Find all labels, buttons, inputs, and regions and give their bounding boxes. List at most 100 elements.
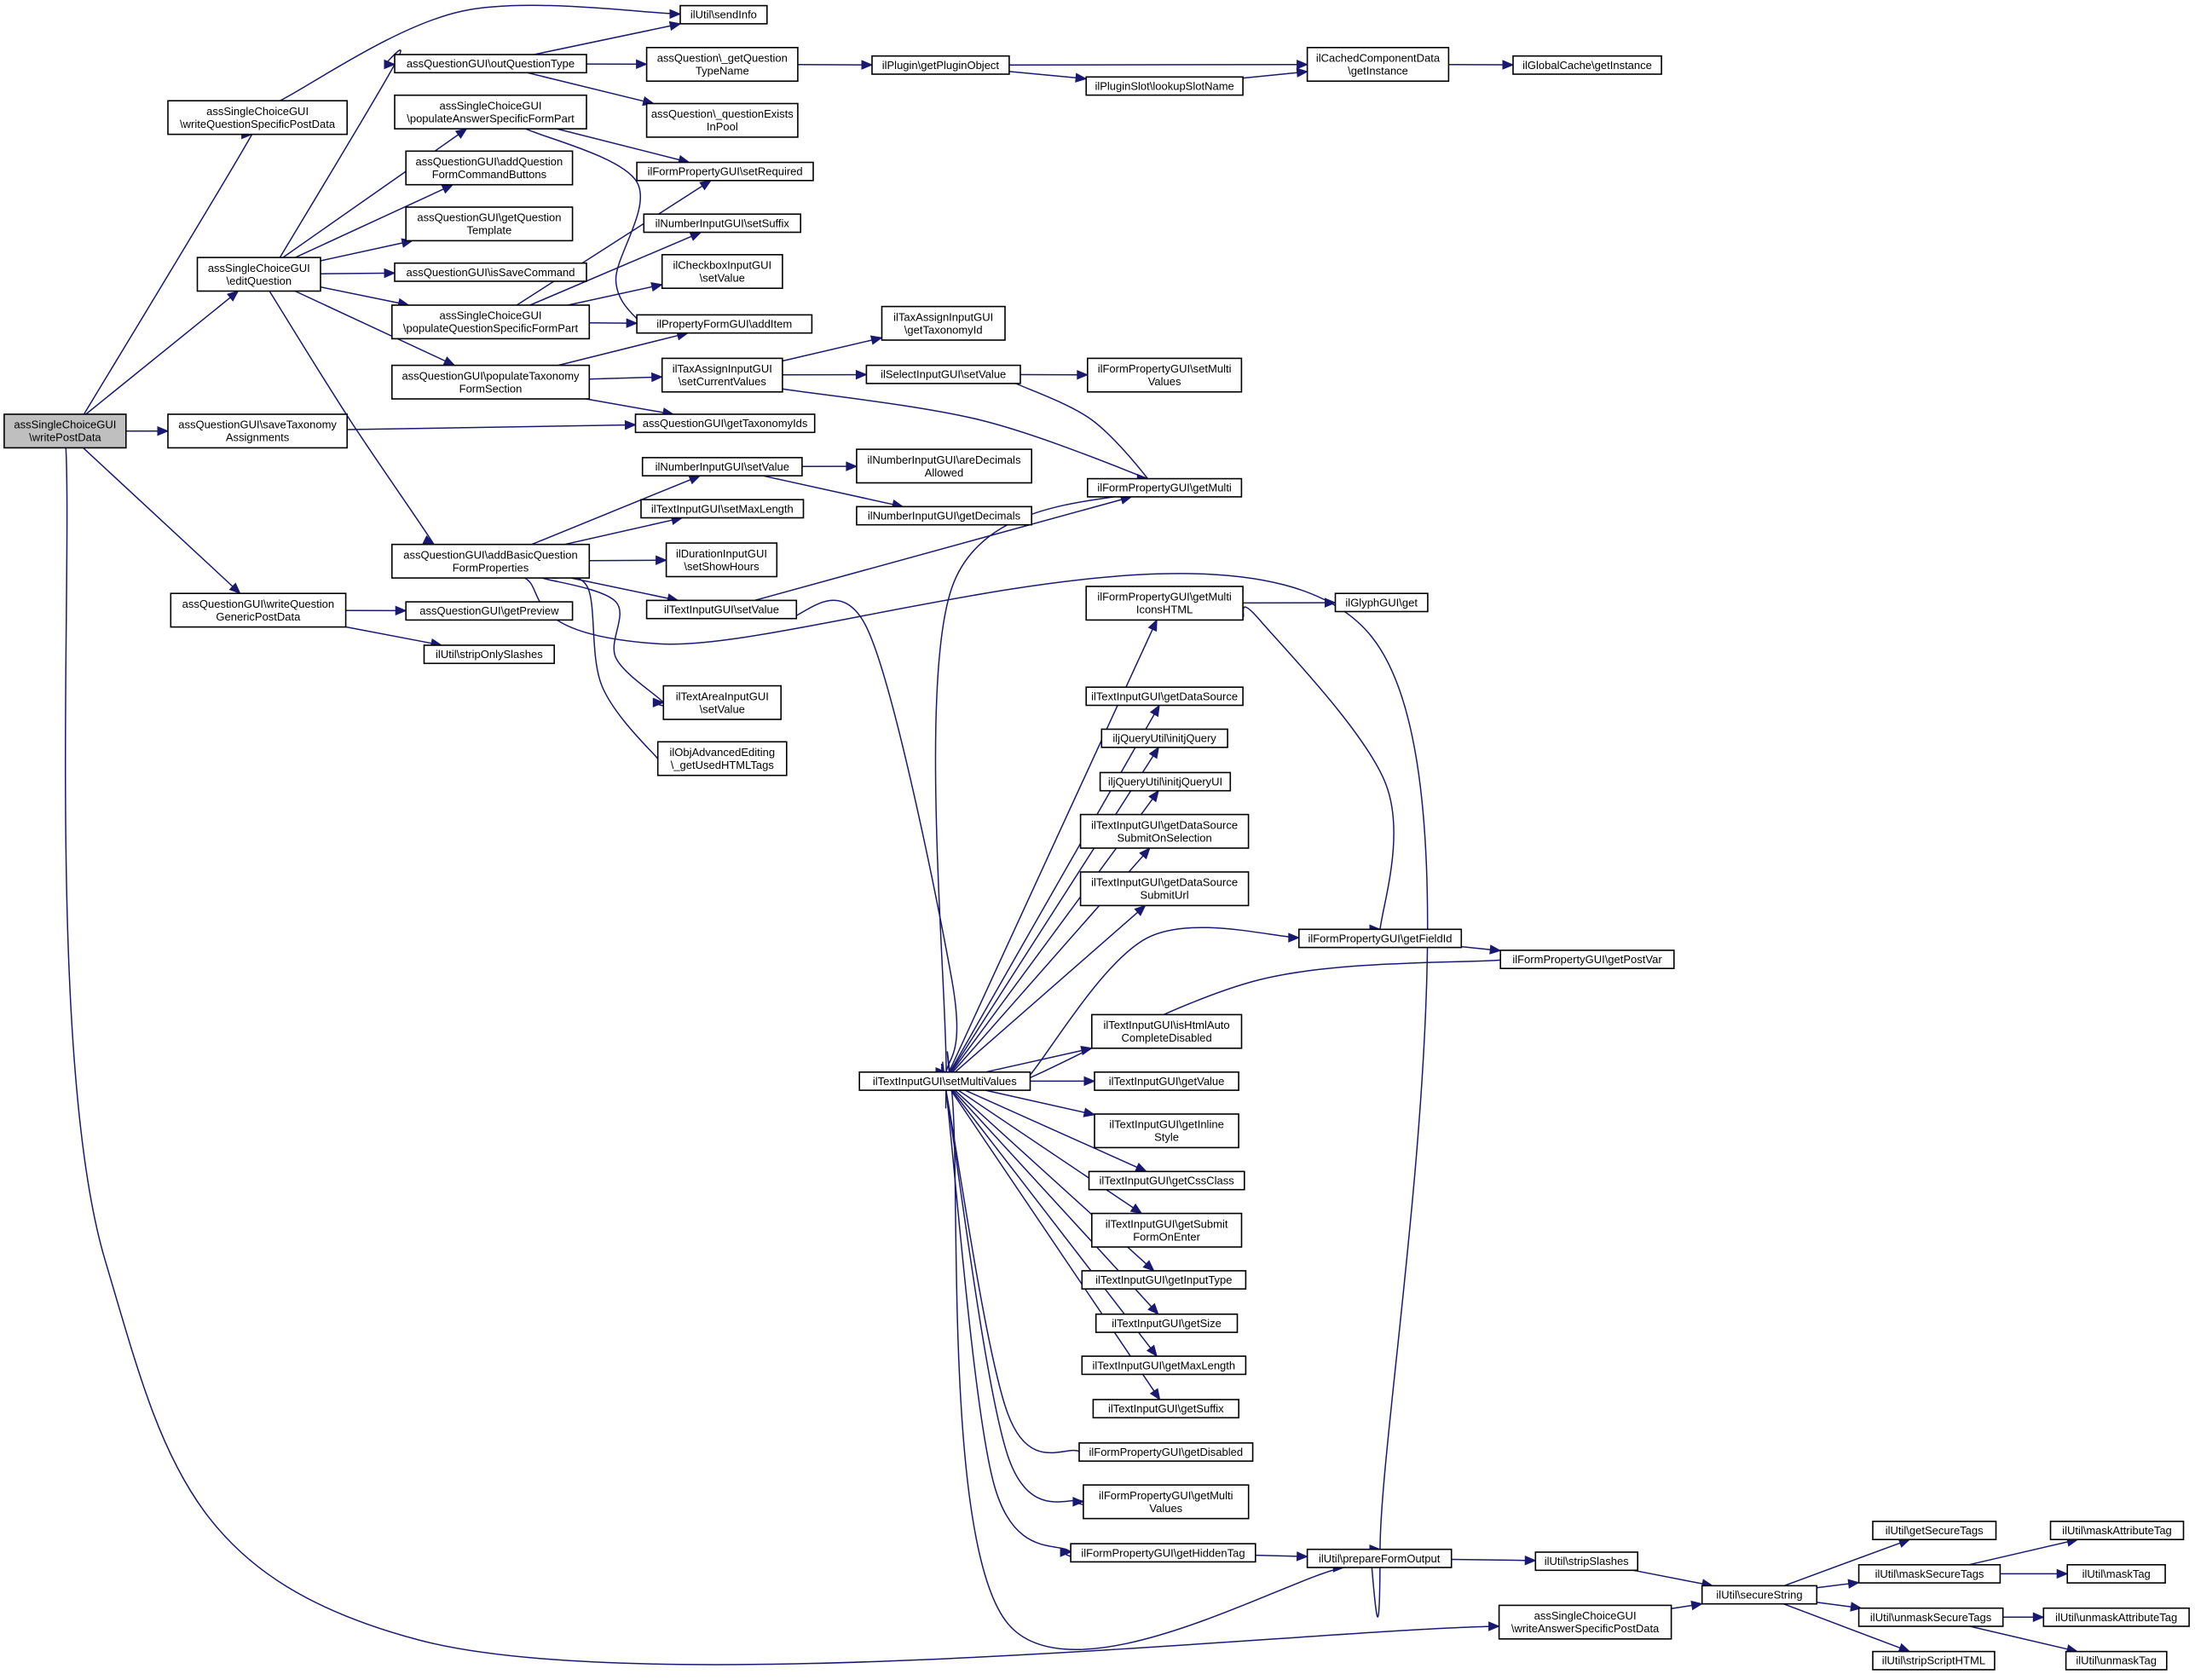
node-n0[interactable]: assSingleChoiceGUI\writePostData [3, 413, 127, 449]
node-label: ilFormPropertyGUI\getMulti [1097, 591, 1232, 603]
edge-line [85, 297, 231, 415]
edge-line [516, 185, 703, 306]
node-n50[interactable]: ilTextInputGUI\isHtmlAutoCompleteDisable… [1091, 1013, 1243, 1049]
node-n24[interactable]: ilNumberInputGUI\setValue [641, 457, 803, 477]
node-n44[interactable]: iljQueryUtil\initjQuery [1100, 728, 1228, 748]
edge-line [534, 25, 671, 55]
node-n11[interactable]: assQuestionGUI\populateTaxonomyFormSecti… [390, 364, 591, 400]
node-n37[interactable]: ilFormPropertyGUI\getMulti [1087, 477, 1243, 498]
node-n12[interactable]: assQuestionGUI\addBasicQuestionFormPrope… [390, 543, 591, 579]
node-n19[interactable]: ilNumberInputGUI\setSuffix [643, 213, 801, 234]
node-n70[interactable]: ilUtil\maskAttributeTag [2049, 1521, 2185, 1541]
node-label: Style [1154, 1131, 1179, 1144]
node-box [1079, 813, 1250, 849]
edge-line [527, 72, 644, 102]
node-n5[interactable]: assQuestionGUI\outQuestionType [394, 54, 587, 74]
node-n23[interactable]: assQuestionGUI\getTaxonomyIds [634, 413, 816, 434]
node-n28[interactable]: ilTextAreaInputGUI\setValue [662, 684, 782, 720]
node-label: ilSelectInputGUI\setValue [881, 368, 1006, 381]
edge-arrowhead [668, 20, 682, 32]
node-n18[interactable]: ilFormPropertyGUI\setRequired [636, 161, 814, 182]
node-n51[interactable]: ilTextInputGUI\getValue [1094, 1071, 1239, 1091]
node-n21[interactable]: ilPropertyFormGUI\addItem [636, 314, 813, 334]
node-n40[interactable]: ilTextInputGUI\setMultiValues [858, 1071, 1031, 1091]
edge-arrowhead [1296, 67, 1308, 78]
node-n4[interactable]: assQuestionGUI\writeQuestionGenericPostD… [170, 592, 347, 628]
node-n22[interactable]: ilTaxAssignInputGUI\setCurrentValues [661, 357, 783, 393]
node-n29[interactable]: ilObjAdvancedEditing\_getUsedHTMLTags [656, 741, 788, 776]
node-n39[interactable]: ilNumberInputGUI\getDecimals [856, 505, 1033, 526]
node-n31[interactable]: ilPluginSlot\lookupSlotName [1085, 76, 1244, 96]
node-n63[interactable]: ilUtil\stripSlashes [1534, 1551, 1639, 1572]
node-n53[interactable]: ilTextInputGUI\getCssClass [1088, 1170, 1245, 1191]
edge-line [787, 599, 958, 1080]
node-box [1091, 1212, 1243, 1248]
node-n9[interactable]: assQuestionGUI\isSaveCommand [394, 262, 587, 282]
node-n33[interactable]: ilGlobalCache\getInstance [1512, 55, 1662, 75]
node-n58[interactable]: ilTextInputGUI\getSuffix [1092, 1399, 1240, 1419]
node-n71[interactable]: ilUtil\maskTag [2066, 1564, 2166, 1584]
node-n15[interactable]: ilUtil\sendInfo [679, 4, 768, 25]
edge-n4-to-n13 [345, 605, 407, 616]
node-n56[interactable]: ilTextInputGUI\getSize [1095, 1313, 1239, 1333]
node-n49[interactable]: ilFormPropertyGUI\getPostVar [1499, 950, 1675, 970]
node-n72[interactable]: ilUtil\unmaskAttributeTag [2042, 1607, 2190, 1627]
node-label: ilDurationInputGUI [676, 547, 767, 560]
node-n7[interactable]: assQuestionGUI\addQuestionFormCommandBut… [405, 150, 574, 186]
node-box [1872, 1521, 1997, 1541]
node-n43[interactable]: ilTextInputGUI\getDataSource [1085, 686, 1244, 707]
node-n55[interactable]: ilTextInputGUI\getInputType [1081, 1270, 1247, 1290]
node-n69[interactable]: ilUtil\stripScriptHTML [1872, 1650, 1996, 1671]
node-n45[interactable]: iljQueryUtil\initjQueryUI [1099, 771, 1232, 792]
node-label: \getTaxonomyId [904, 323, 983, 336]
node-n42[interactable]: ilGlyphGUI\get [1334, 592, 1429, 613]
node-box [3, 413, 127, 449]
node-n66[interactable]: ilUtil\getSecureTags [1872, 1521, 1997, 1541]
node-n6[interactable]: assSingleChoiceGUI\populateAnswerSpecifi… [394, 94, 587, 130]
node-n73[interactable]: ilUtil\unmaskTag [2065, 1650, 2168, 1671]
node-n34[interactable]: ilTaxAssignInputGUI\getTaxonomyId [881, 305, 1006, 341]
node-n61[interactable]: ilFormPropertyGUI\getHiddenTag [1070, 1543, 1256, 1563]
node-n59[interactable]: ilFormPropertyGUI\getDisabled [1078, 1442, 1254, 1463]
edge-n2-to-n11 [294, 290, 456, 367]
edge-line [940, 1066, 1090, 1455]
node-n62[interactable]: ilUtil\prepareFormOutput [1306, 1548, 1453, 1568]
node-n20[interactable]: ilCheckboxInputGUI\setValue [661, 253, 783, 289]
node-n2[interactable]: assSingleChoiceGUI\editQuestion [196, 257, 321, 292]
node-box [390, 364, 591, 400]
node-n67[interactable]: ilUtil\maskSecureTags [1857, 1564, 2001, 1584]
edge-n41-to-n48 [1242, 606, 1395, 941]
node-n10[interactable]: assSingleChoiceGUI\populateQuestionSpeci… [390, 304, 591, 340]
node-n64[interactable]: assSingleChoiceGUI\writeAnswerSpecificPo… [1498, 1604, 1672, 1640]
node-n32[interactable]: ilCachedComponentData\getInstance [1306, 46, 1450, 83]
node-box [405, 150, 574, 186]
node-n48[interactable]: ilFormPropertyGUI\getFieldId [1298, 928, 1463, 949]
node-n13[interactable]: assQuestionGUI\getPreview [405, 601, 574, 621]
node-n46[interactable]: ilTextInputGUI\getDataSourceSubmitOnSele… [1079, 813, 1250, 849]
node-n14[interactable]: ilUtil\stripOnlySlashes [423, 644, 555, 665]
node-box [394, 54, 587, 74]
edge-arrowhead [1325, 598, 1337, 608]
edge-arrowhead [1135, 1163, 1147, 1172]
node-n27[interactable]: ilTextInputGUI\setValue [645, 599, 798, 620]
node-n57[interactable]: ilTextInputGUI\getMaxLength [1081, 1355, 1247, 1376]
node-n30[interactable]: ilPlugin\getPluginObject [871, 55, 1010, 75]
node-n36[interactable]: ilFormPropertyGUI\setMultiValues [1087, 357, 1243, 393]
node-n65[interactable]: ilUtil\secureString [1701, 1585, 1818, 1605]
node-n35[interactable]: ilSelectInputGUI\setValue [865, 364, 1021, 384]
edge-n32-to-n33 [1448, 60, 1515, 70]
node-n1[interactable]: assSingleChoiceGUI\writeQuestionSpecific… [167, 100, 348, 136]
node-n68[interactable]: ilUtil\unmaskSecureTags [1857, 1607, 2004, 1627]
node-n25[interactable]: ilTextInputGUI\setMaxLength [640, 499, 805, 519]
node-n26[interactable]: ilDurationInputGUI\setShowHours [665, 542, 778, 578]
